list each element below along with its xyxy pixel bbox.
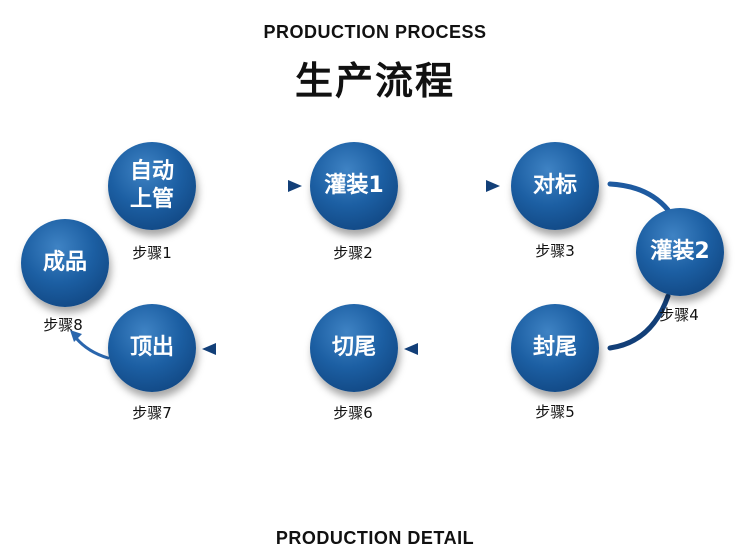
step-label-2: 步骤2 bbox=[333, 244, 373, 262]
step-label-3: 步骤3 bbox=[535, 242, 575, 260]
step-label-4: 步骤4 bbox=[659, 306, 699, 324]
process-node-label: 切尾 bbox=[331, 335, 376, 360]
process-node-label: 灌装2 bbox=[650, 239, 710, 264]
step-label-6: 步骤6 bbox=[333, 404, 373, 422]
process-node-label: 自动上管 bbox=[129, 159, 174, 212]
process-node-1: 自动上管 bbox=[108, 142, 196, 230]
process-node-label: 成品 bbox=[42, 250, 87, 275]
process-node-label: 封尾 bbox=[532, 335, 577, 360]
step-label-5: 步骤5 bbox=[535, 403, 575, 421]
arrow-step2-to-step3 bbox=[398, 180, 500, 192]
step-label-7: 步骤7 bbox=[132, 404, 172, 422]
step-label-8: 步骤8 bbox=[43, 316, 83, 334]
process-title-cn: 生产流程 bbox=[294, 59, 455, 103]
process-node-5: 封尾 bbox=[511, 304, 599, 392]
process-node-label: 顶出 bbox=[129, 335, 174, 360]
arrow-step6-to-step7 bbox=[202, 343, 306, 355]
arrow-step1-to-step2 bbox=[195, 180, 302, 192]
process-node-3: 对标 bbox=[511, 142, 599, 230]
process-node-label: 对标 bbox=[532, 173, 577, 198]
arrow-step7-to-step8 bbox=[70, 330, 110, 360]
arrow-step5-to-step6 bbox=[404, 343, 508, 355]
arrow-step3-to-step4 bbox=[607, 181, 671, 213]
process-node-label: 灌装1 bbox=[324, 173, 384, 198]
process-node-6: 切尾 bbox=[310, 304, 398, 392]
step-label-1: 步骤1 bbox=[132, 244, 172, 262]
detail-title-en: PRODUCTION DETAIL bbox=[275, 528, 475, 548]
process-node-4: 灌装2 bbox=[636, 208, 724, 296]
arrow-step4-to-step5 bbox=[607, 293, 671, 351]
process-title-en: PRODUCTION PROCESS bbox=[263, 22, 487, 42]
process-node-2: 灌装1 bbox=[310, 142, 398, 230]
process-node-7: 顶出 bbox=[108, 304, 196, 392]
process-node-8: 成品 bbox=[21, 219, 109, 307]
